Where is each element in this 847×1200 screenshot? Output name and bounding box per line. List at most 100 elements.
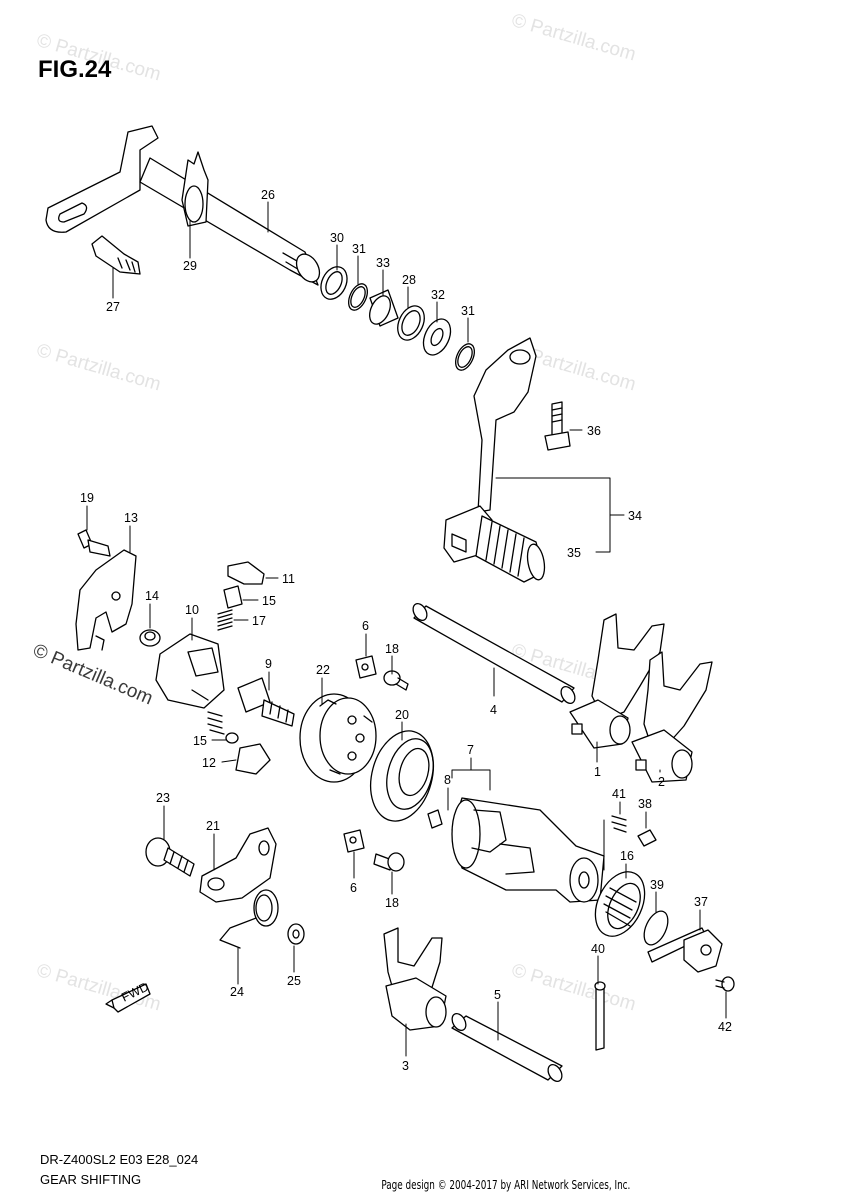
bolt-36 [544, 401, 571, 451]
callout-21: 21 [206, 819, 220, 833]
callout-labels: 26 29 27 30 31 33 28 32 31 36 34 35 19 1… [80, 188, 732, 1073]
callout-32: 32 [431, 288, 445, 302]
fork-shaft-5 [451, 1012, 563, 1083]
pawl-11 [227, 561, 265, 585]
spring-24 [219, 889, 279, 949]
callout-22: 22 [316, 663, 330, 677]
callout-13: 13 [124, 511, 138, 525]
collar-14 [139, 629, 161, 647]
bearing-16 [594, 871, 646, 937]
plate-6a [355, 655, 377, 679]
callout-2: 2 [658, 775, 665, 789]
plate-6b [343, 829, 365, 853]
callout-16: 16 [620, 849, 634, 863]
model-code: DR-Z400SL2 E03 E28_024 [40, 1152, 199, 1167]
gearshift-cam-7 [451, 797, 605, 903]
page-credit-text: Page design © 2004-2017 by ARI Network S… [380, 1178, 631, 1192]
callout-31: 31 [461, 304, 475, 318]
callout-28: 28 [402, 273, 416, 287]
leader-lines [86, 201, 727, 1057]
callout-5: 5 [494, 988, 501, 1002]
callout-20: 20 [395, 708, 409, 722]
washer-30 [320, 266, 348, 300]
callout-23: 23 [156, 791, 170, 805]
footpeg-rubber-35 [475, 515, 546, 583]
figure-title: FIG.24 [38, 56, 112, 83]
fork-shaft-4 [412, 602, 576, 705]
callout-8: 8 [444, 773, 451, 787]
spring-15b [207, 711, 239, 744]
pawl-12 [235, 743, 271, 775]
gearshift-lever-34 [443, 337, 537, 563]
callout-6: 6 [350, 881, 357, 895]
bolt-23 [145, 837, 195, 877]
page-credit: Page design © 2004-2017 by ARI Network S… [0, 1178, 847, 1192]
callout-29: 29 [183, 259, 197, 273]
callout-33: 33 [376, 256, 390, 270]
callout-9: 9 [265, 657, 272, 671]
bearing-33 [369, 289, 399, 327]
callout-26: 26 [261, 188, 275, 202]
stopper-plate-13 [75, 549, 137, 651]
callout-4: 4 [490, 703, 497, 717]
callout-18: 18 [385, 896, 399, 910]
switch-37 [647, 927, 723, 973]
callout-31: 31 [352, 242, 366, 256]
pin-8 [427, 809, 443, 829]
circlip-31b [454, 343, 476, 371]
shift-fork-1 [569, 613, 665, 749]
spring-41 [611, 815, 627, 833]
callout-1: 1 [594, 765, 601, 779]
washer-25 [287, 923, 305, 945]
bolt-27 [91, 235, 141, 275]
callout-12: 12 [202, 756, 216, 770]
cotter-pin-40 [594, 981, 606, 1051]
gearshift-arm-21 [199, 827, 277, 903]
pin-38 [637, 829, 657, 847]
shift-fork-2 [631, 651, 713, 783]
washer-32 [422, 318, 452, 356]
screw-18a [383, 670, 409, 691]
shaft-seal-29 [181, 151, 209, 227]
oil-seal-28 [397, 305, 425, 341]
bolt-9 [237, 677, 295, 727]
callout-19: 19 [80, 491, 94, 505]
callout-36: 36 [587, 424, 601, 438]
pin-15a [223, 585, 243, 609]
callout-6: 6 [362, 619, 369, 633]
callout-41: 41 [612, 787, 626, 801]
callout-3: 3 [402, 1059, 409, 1073]
bolt-42 [715, 976, 735, 992]
callout-17: 17 [252, 614, 266, 628]
callout-24: 24 [230, 985, 244, 999]
callout-15: 15 [262, 594, 276, 608]
screw-18b [373, 852, 405, 872]
circlip-31a [347, 283, 369, 311]
shift-fork-3 [383, 927, 447, 1031]
callout-30: 30 [330, 231, 344, 245]
callout-38: 38 [638, 797, 652, 811]
bolt-19 [77, 529, 111, 557]
gearshift-pawl-lifter-10 [155, 633, 225, 709]
cam-gear-22 [299, 693, 377, 783]
spring-17 [217, 609, 233, 631]
callout-15: 15 [193, 734, 207, 748]
o-ring-39 [643, 910, 669, 946]
callout-37: 37 [694, 895, 708, 909]
callout-10: 10 [185, 603, 199, 617]
callout-42: 42 [718, 1020, 732, 1034]
callout-34: 34 [628, 509, 642, 523]
callout-39: 39 [650, 878, 664, 892]
bearing-20 [370, 730, 434, 822]
callout-7: 7 [467, 743, 474, 757]
fwd-arrow [105, 983, 151, 1013]
callout-18: 18 [385, 642, 399, 656]
callout-14: 14 [145, 589, 159, 603]
section-name: GEAR SHIFTING [40, 1172, 142, 1187]
callout-27: 27 [106, 300, 120, 314]
callout-40: 40 [591, 942, 605, 956]
callout-25: 25 [287, 974, 301, 988]
callout-35: 35 [567, 546, 581, 560]
callout-11: 11 [282, 572, 295, 586]
